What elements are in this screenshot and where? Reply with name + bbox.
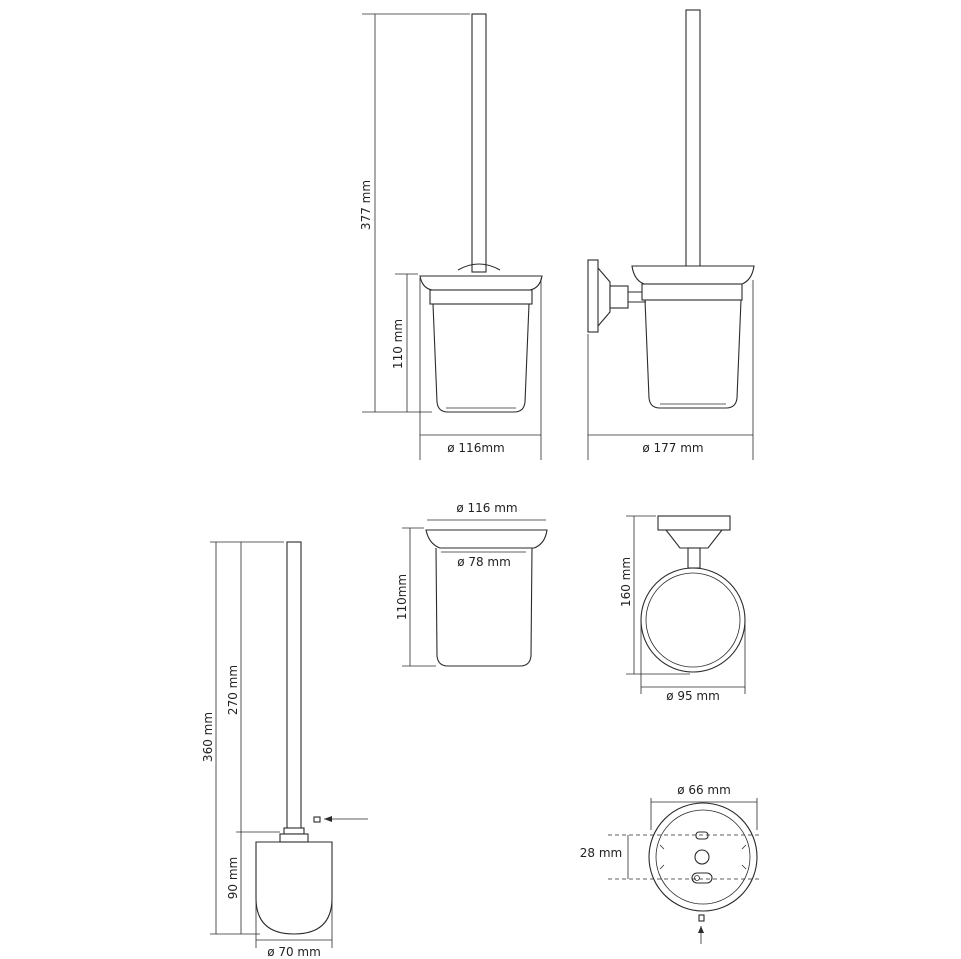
screw-detail [313,816,321,823]
label-110mm-cup: 110mm [395,574,409,620]
label-116mm-cup: ø 116 mm [456,501,517,515]
cup-detail: ø 116 mm ø 78 mm 110mm [395,501,548,667]
ring-outer [640,567,746,673]
brush-view: 360 mm 270 mm 90 mm ø 70 mm [201,541,368,959]
label-270mm: 270 mm [226,665,240,715]
brush-ring-bottom [279,833,309,843]
label-90mm: 90 mm [226,857,240,899]
brush-head [255,841,333,935]
front-view: 377 mm 110 mm ø 116mm [359,13,543,460]
ring-holder: 160 mm ø 95 mm [619,515,746,703]
label-110mm-front: 110 mm [391,319,405,369]
collar-side [641,283,743,301]
base-outer [648,802,758,912]
lid-front [419,275,543,291]
cup-front [432,303,530,413]
label-377mm: 377 mm [359,180,373,230]
wall-plate [587,259,599,333]
label-360mm: 360 mm [201,712,215,762]
ring-stem [687,547,701,569]
lid-side [631,265,755,285]
label-116mm-front: ø 116mm [447,441,504,455]
wall-knob [457,263,501,271]
label-66mm: ø 66 mm [677,783,731,797]
label-95mm: ø 95 mm [666,689,720,703]
label-177mm: ø 177 mm [642,441,703,455]
cup-body [435,547,533,667]
label-160mm: 160 mm [619,557,633,607]
label-78mm: ø 78 mm [457,555,511,569]
ring-wall-plate [657,515,731,531]
brush-ring-top [283,827,305,835]
center-hole [694,849,710,865]
brush-handle-side [685,9,701,271]
ring-inner [645,572,741,668]
base-plate: ø 66 mm 28 mm [580,783,760,944]
lower-mount-slot [691,872,713,884]
brush-shaft [286,541,302,831]
label-28mm: 28 mm [580,846,622,860]
upper-mount-slot [695,831,709,840]
cup-rim [425,529,548,549]
arm-connector [609,285,629,309]
base-inner [655,809,751,905]
cup-side [644,299,742,409]
collar-front [429,289,533,305]
screw-detail-base [698,914,705,922]
brush-handle-front [471,13,487,273]
side-view: ø 177 mm [587,9,755,460]
wall-plate-bevel [597,267,611,327]
label-70mm: ø 70 mm [267,945,321,959]
ring-mount [665,529,723,549]
